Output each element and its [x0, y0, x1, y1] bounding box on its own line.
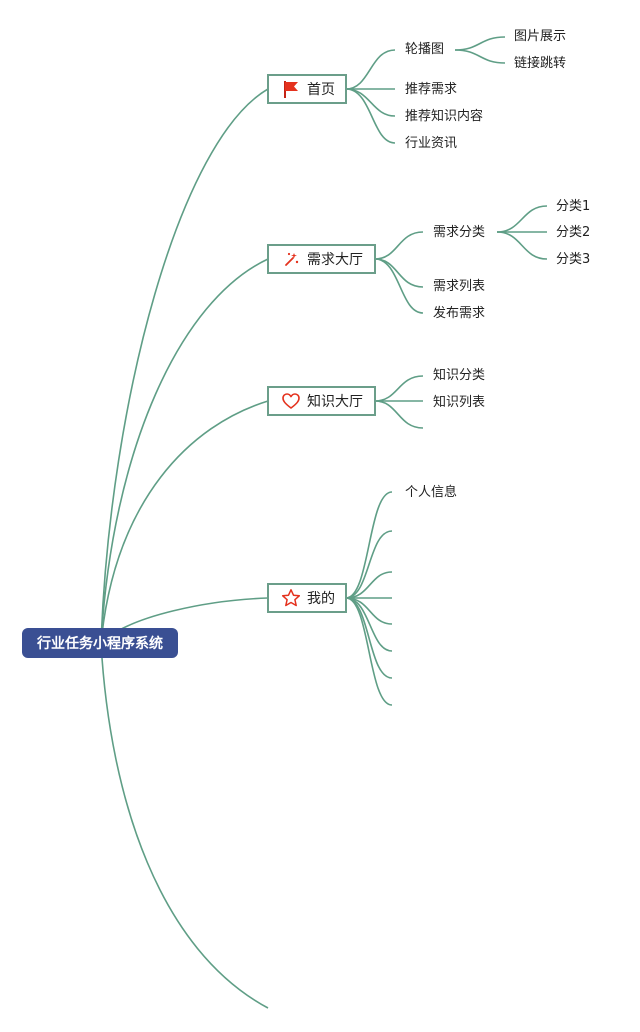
edge-carousel-link: [454, 49, 506, 64]
edge-mine-6: [345, 597, 393, 652]
edge-knowledge-category: [374, 375, 424, 402]
edge-root-bottom: [100, 642, 269, 1009]
branch-demand-hall[interactable]: 需求大厅: [267, 244, 376, 274]
branch-knowledge-hall[interactable]: 知识大厅: [267, 386, 376, 416]
node-category-3[interactable]: 分类3: [556, 252, 591, 267]
flag-icon: [284, 81, 298, 98]
edge-mine-8: [345, 597, 393, 706]
edge-category-1: [496, 205, 548, 233]
branch-home[interactable]: 首页: [267, 74, 347, 104]
node-publish-demand[interactable]: 发布需求: [433, 306, 486, 321]
edge-mine-2: [345, 530, 393, 599]
branch-mine[interactable]: 我的: [267, 583, 347, 613]
edge-demand-publish: [374, 258, 424, 314]
node-image-display[interactable]: 图片展示: [514, 29, 567, 44]
edge-category-3: [496, 231, 548, 260]
node-carousel[interactable]: 轮播图: [405, 42, 445, 57]
edge-carousel-image: [454, 36, 506, 51]
node-recommend-demand[interactable]: 推荐需求: [405, 82, 458, 97]
branch-home-label: 首页: [307, 82, 335, 98]
edge-home-carousel: [345, 49, 396, 90]
branch-mine-label: 我的: [307, 591, 335, 607]
node-demand-category[interactable]: 需求分类: [433, 225, 486, 240]
node-category-1[interactable]: 分类1: [556, 199, 591, 214]
edge-knowledge-empty: [374, 400, 424, 429]
branch-demand-hall-label: 需求大厅: [307, 252, 363, 268]
edge-root-demand: [100, 258, 269, 644]
edge-root-knowledge: [100, 400, 269, 644]
edge-root-home: [100, 88, 269, 644]
heart-icon: [282, 393, 300, 409]
node-recommend-knowledge[interactable]: 推荐知识内容: [405, 109, 484, 124]
branch-knowledge-hall-label: 知识大厅: [307, 394, 363, 410]
node-link-jump[interactable]: 链接跳转: [514, 56, 567, 71]
root-node[interactable]: 行业任务小程序系统: [22, 628, 178, 658]
node-demand-list[interactable]: 需求列表: [433, 279, 486, 294]
node-knowledge-list[interactable]: 知识列表: [433, 395, 486, 410]
node-knowledge-category[interactable]: 知识分类: [433, 368, 486, 383]
magic-wand-icon: [285, 252, 299, 266]
edge-mine-1: [345, 491, 393, 599]
edge-demand-category: [374, 231, 424, 260]
star-icon: [281, 589, 301, 607]
node-industry-news[interactable]: 行业资讯: [405, 136, 458, 151]
node-category-2[interactable]: 分类2: [556, 225, 591, 240]
node-personal-info[interactable]: 个人信息: [405, 485, 458, 500]
edge-home-news: [345, 88, 396, 144]
